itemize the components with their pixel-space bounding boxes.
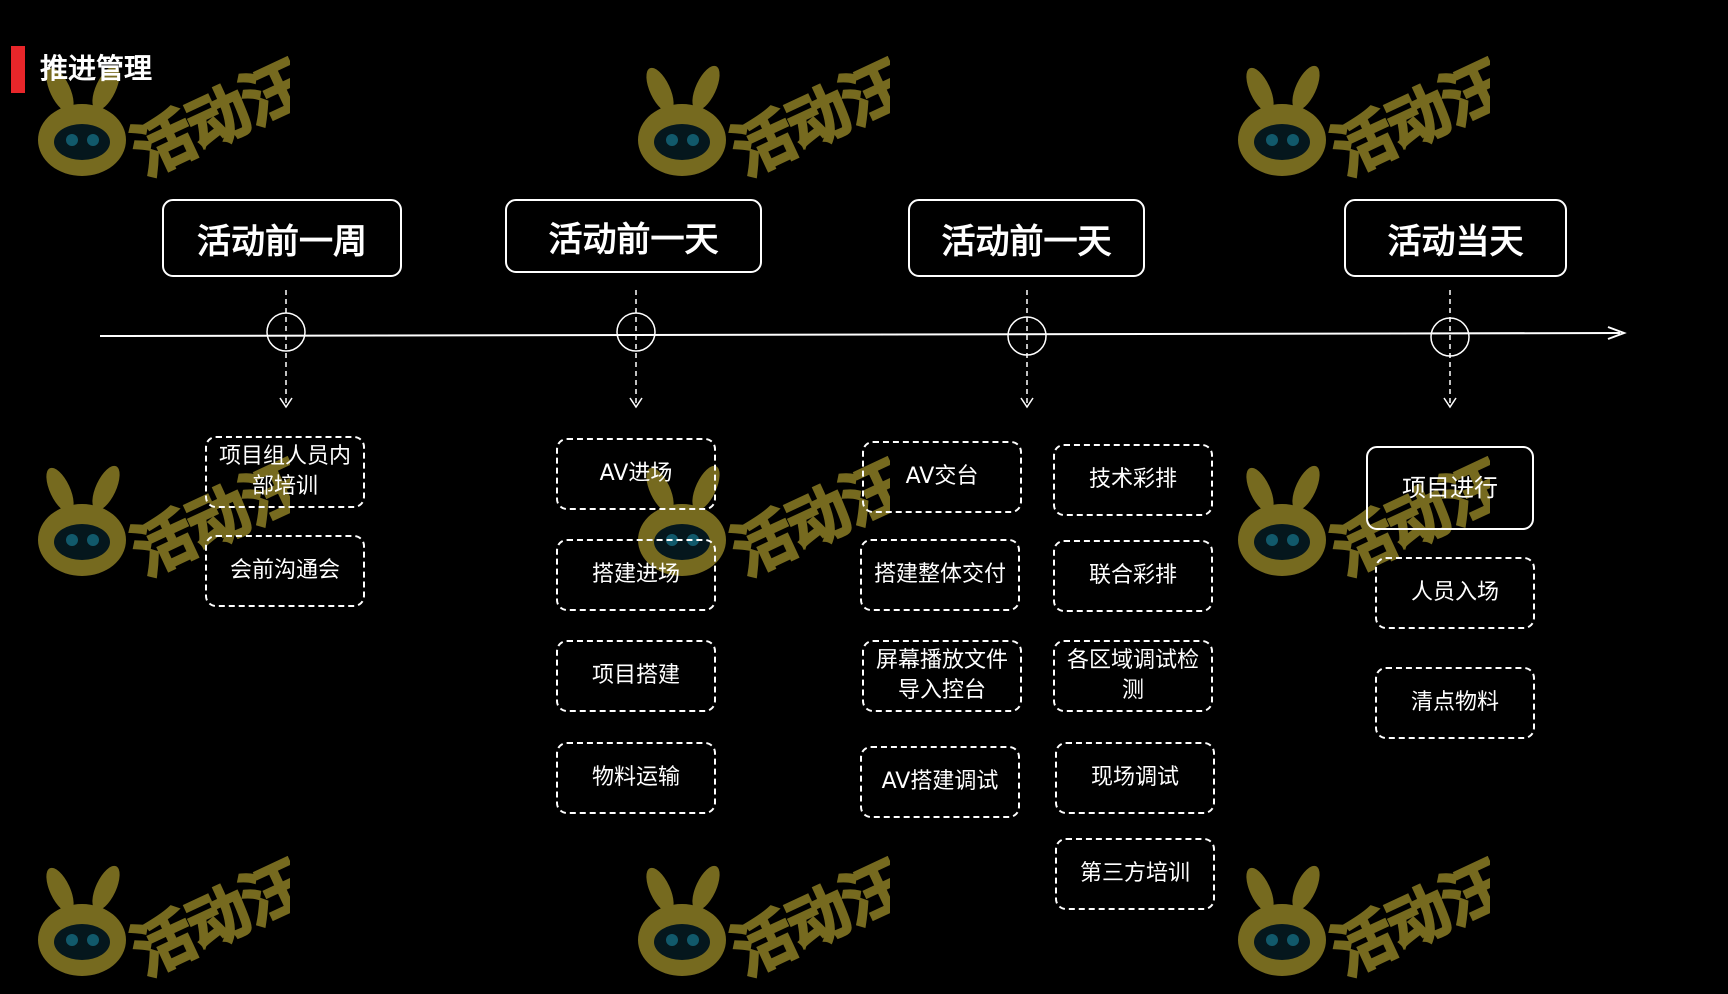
task-item: 各区域调试检测 xyxy=(1053,640,1213,712)
timeline xyxy=(99,290,1627,409)
watermark-logo: 活动汪 xyxy=(1220,30,1517,194)
task-item: 现场调试 xyxy=(1055,742,1215,814)
timeline-node xyxy=(616,312,656,352)
timeline-node xyxy=(1430,317,1470,357)
page-title: 推进管理 xyxy=(40,52,153,85)
watermark-logo: 活动汪 xyxy=(20,30,317,194)
task-item: 物料运输 xyxy=(556,742,716,814)
phase-header-3: 活动前一天 xyxy=(908,199,1145,277)
phase-header-4: 活动当天 xyxy=(1344,199,1567,277)
task-item-current: 项目进行 xyxy=(1366,446,1534,530)
timeline-arrow-head xyxy=(1607,326,1627,340)
timeline-node xyxy=(266,312,306,352)
task-item: AV进场 xyxy=(556,438,716,510)
task-item: 清点物料 xyxy=(1375,667,1535,739)
connector-arrow-head xyxy=(1020,397,1034,409)
phase-header-2: 活动前一天 xyxy=(505,199,762,273)
task-item: 第三方培训 xyxy=(1055,838,1215,910)
task-item: 项目搭建 xyxy=(556,640,716,712)
task-item: 技术彩排 xyxy=(1053,444,1213,516)
watermark-logo: 活动汪 xyxy=(20,430,317,594)
task-item: 联合彩排 xyxy=(1053,540,1213,612)
connector-arrow-head xyxy=(279,397,293,409)
timeline-axis xyxy=(99,332,1621,337)
connector-arrow-head xyxy=(629,397,643,409)
watermark-logo: 活动汪 xyxy=(20,830,317,994)
watermark-logo: 活动汪 xyxy=(620,830,917,994)
task-item: 项目组人员内部培训 xyxy=(205,436,365,508)
title-accent-bar xyxy=(11,46,25,93)
task-item: 人员入场 xyxy=(1375,557,1535,629)
watermark-logo: 活动汪 xyxy=(1220,830,1517,994)
connector-arrow-head xyxy=(1443,397,1457,409)
task-item: AV交台 xyxy=(862,441,1022,513)
timeline-node xyxy=(1007,316,1047,356)
phase-header-1: 活动前一周 xyxy=(162,199,402,277)
watermark-logo: 活动汪 xyxy=(620,30,917,194)
task-item: 会前沟通会 xyxy=(205,535,365,607)
watermark-logo: 活动汪 xyxy=(1220,430,1517,594)
task-item: 搭建进场 xyxy=(556,539,716,611)
task-item: 屏幕播放文件导入控台 xyxy=(862,640,1022,712)
phase-connectors xyxy=(266,290,1470,409)
task-item: 搭建整体交付 xyxy=(860,539,1020,611)
task-item: AV搭建调试 xyxy=(860,746,1020,818)
